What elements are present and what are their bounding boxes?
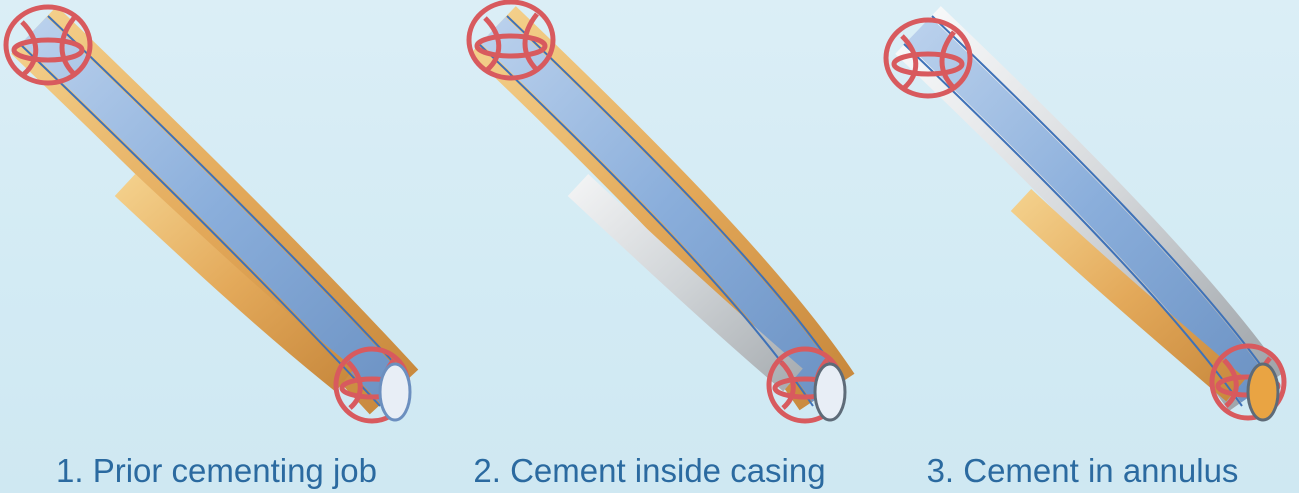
caption-prior-cementing-job: 1. Prior cementing job [0, 452, 433, 490]
panel-2-pipe-illustration [433, 0, 866, 445]
casing-pipe [493, 30, 827, 392]
caption-cement-inside-casing: 2. Cement inside casing [433, 452, 866, 490]
caption-cement-in-annulus: 3. Cement in annulus [866, 452, 1299, 490]
pipe-end-opening [1248, 364, 1278, 420]
casing-pipe [918, 30, 1256, 392]
panel-1-pipe-illustration [0, 0, 433, 445]
pipe-end-opening [815, 364, 845, 420]
casing-pipe [34, 30, 394, 392]
pipe-end-opening [380, 364, 410, 420]
panel-3-pipe-illustration [866, 0, 1299, 445]
